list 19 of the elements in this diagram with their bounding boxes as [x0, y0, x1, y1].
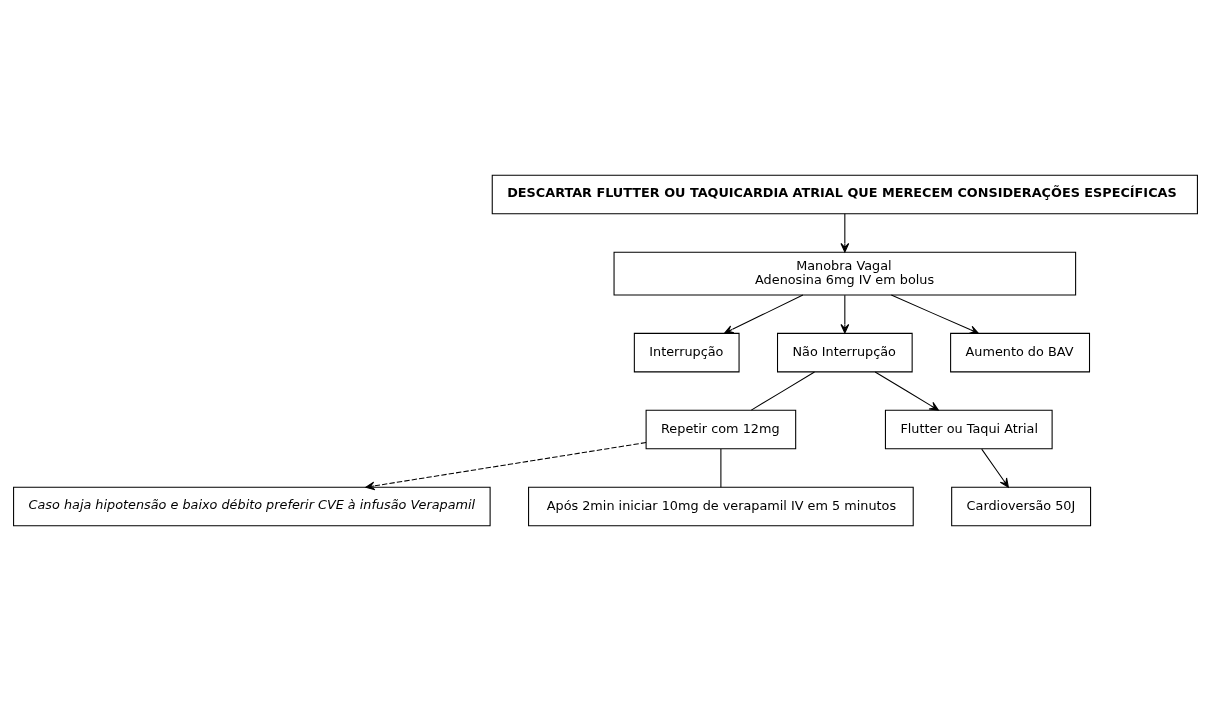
node-box: Repetir com 12mg — [645, 409, 797, 450]
node-box: Caso haja hipotensão e baixo débito preferir CVE à infusão Verapamil — [13, 486, 491, 527]
node-box: Flutter ou Taqui Atrial — [884, 409, 1053, 450]
arrow — [874, 371, 939, 411]
node-box: Interrupção — [633, 332, 740, 373]
arrow — [840, 294, 850, 334]
arrow — [890, 294, 979, 334]
arrow — [981, 448, 1009, 488]
node-box: Após 2min iniciar 10mg de verapamil IV em 5 minutos — [528, 486, 914, 527]
connector — [750, 371, 816, 411]
connector — [720, 448, 722, 488]
node-box: Cardioversão 50J — [951, 486, 1092, 527]
arrow — [840, 213, 850, 253]
arrow — [724, 294, 804, 334]
arrow — [365, 442, 647, 491]
node-box: DESCARTAR FLUTTER OU TAQUICARDIA ATRIAL QUE MERECEM CONSIDERAÇÕES ESPECÍFICAS — [491, 174, 1198, 215]
node-box: Manobra Vagal Adenosina 6mg IV em bolus — [613, 251, 1077, 296]
node-box: Não Interrupção — [777, 332, 913, 373]
node-box: Aumento do BAV — [950, 332, 1091, 373]
